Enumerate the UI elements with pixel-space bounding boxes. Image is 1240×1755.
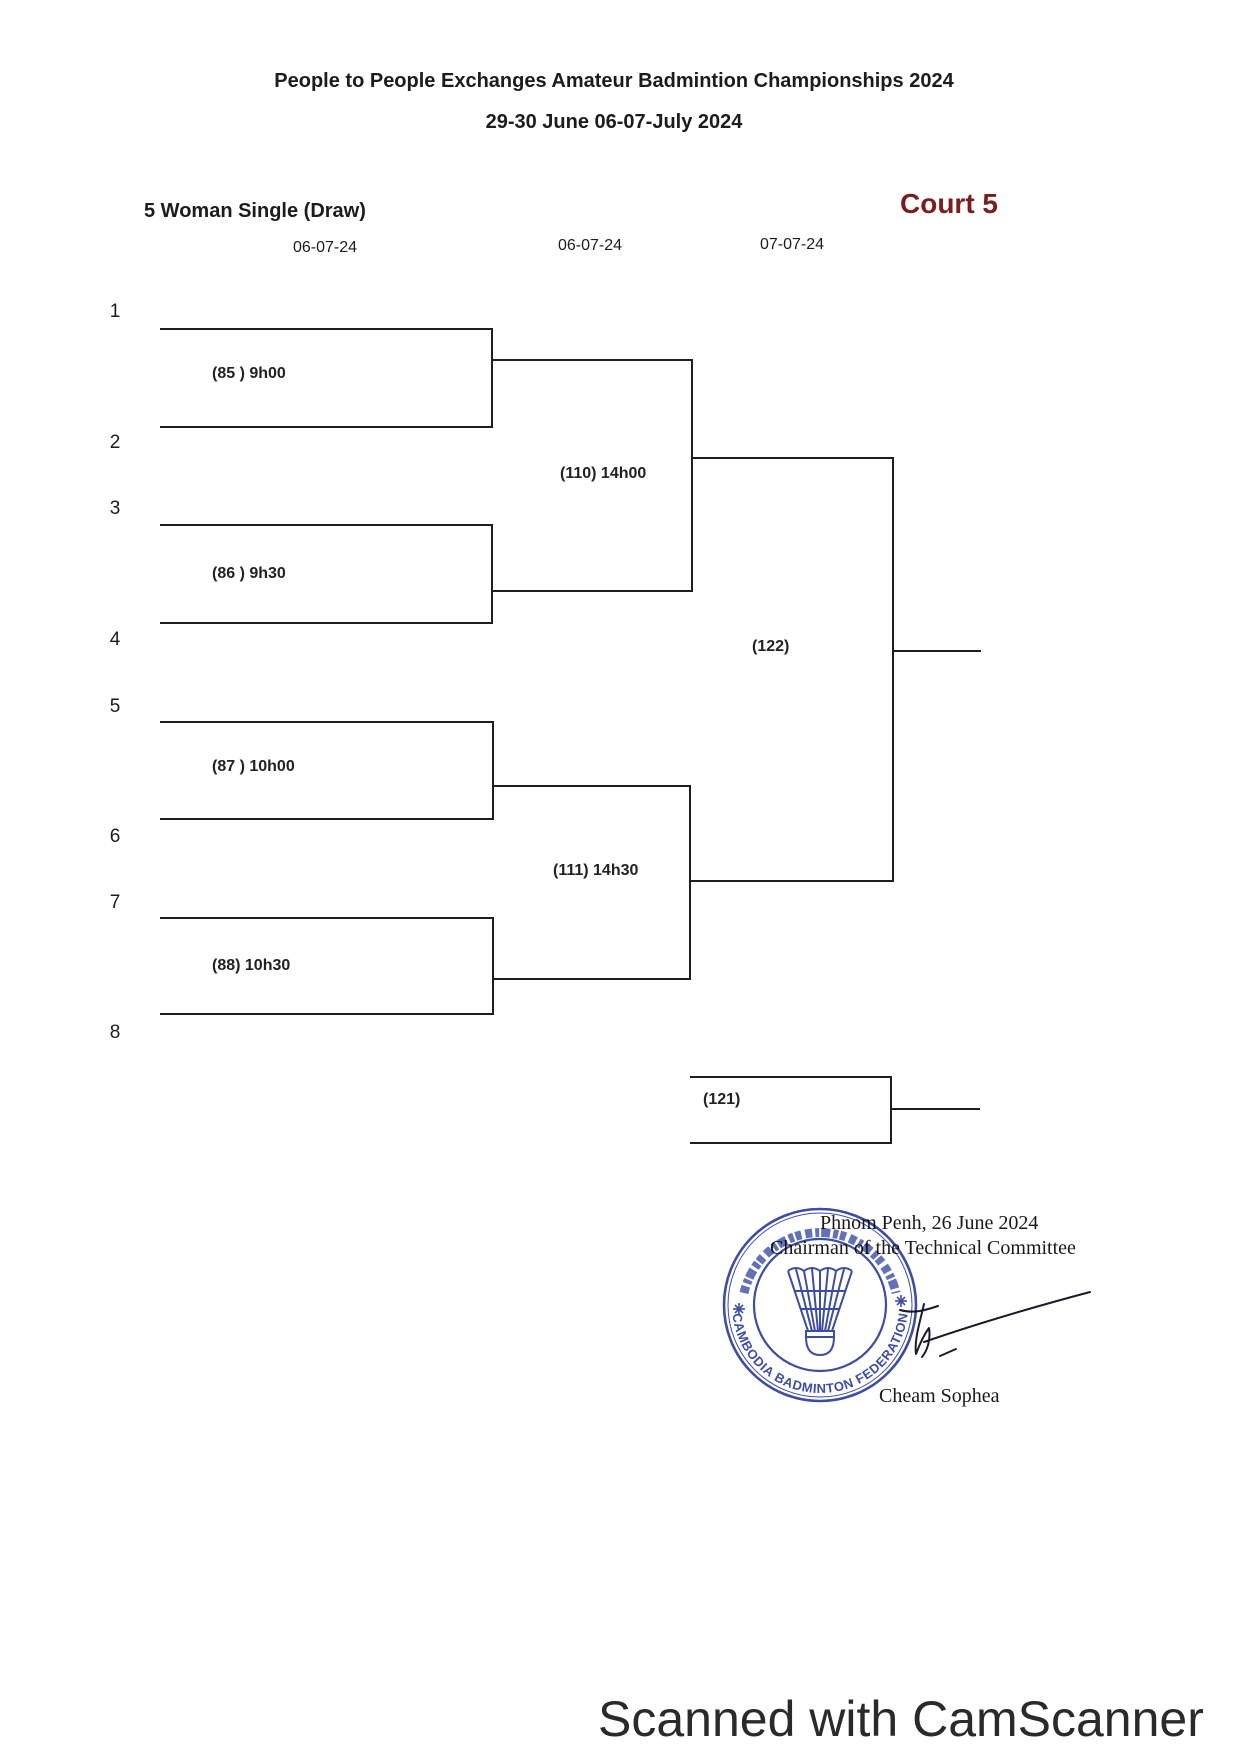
match-86-label: (86 ) 9h30 [212,565,286,582]
round-3-date: 07-07-24 [760,236,825,253]
tournament-dates: 29-30 June 06-07-July 2024 [485,111,743,133]
signature-role: Chairman of the Technical Committee [770,1237,1076,1259]
court-label: Court 5 [900,188,998,219]
match-110-label: (110) 14h00 [560,465,647,482]
tournament-title: People to People Exchanges Amateur Badmi… [274,70,954,92]
round-2-date: 06-07-24 [558,237,623,254]
draw-position-7: 7 [109,892,121,913]
match-111-label: (111) 14h30 [553,862,639,879]
draw-position-4: 4 [109,629,121,650]
draw-position-2: 2 [109,432,121,453]
draw-position-3: 3 [109,498,121,519]
scanner-watermark: Scanned with CamScanner [598,1691,1204,1747]
match-88-label: (88) 10h30 [212,957,291,974]
draw-position-8: 8 [109,1022,121,1043]
federation-stamp: CAMBODIA BADMINTON FEDERATION [722,1207,918,1403]
draw-position-1: 1 [109,301,121,322]
match-122-label: (122) [752,638,790,655]
match-85-label: (85 ) 9h00 [212,365,286,382]
handwritten-signature [899,1291,1091,1358]
match-87-label: (87 ) 10h00 [212,758,295,775]
event-name: 5 Woman Single (Draw) [144,200,366,222]
round-1-date: 06-07-24 [293,239,358,256]
signature-place-date: Phnom Penh, 26 June 2024 [820,1212,1039,1234]
draw-position-5: 5 [109,696,121,717]
draw-position-6: 6 [109,826,121,847]
match-121-label: (121) [703,1091,741,1108]
signatory-name: Cheam Sophea [879,1385,1000,1407]
